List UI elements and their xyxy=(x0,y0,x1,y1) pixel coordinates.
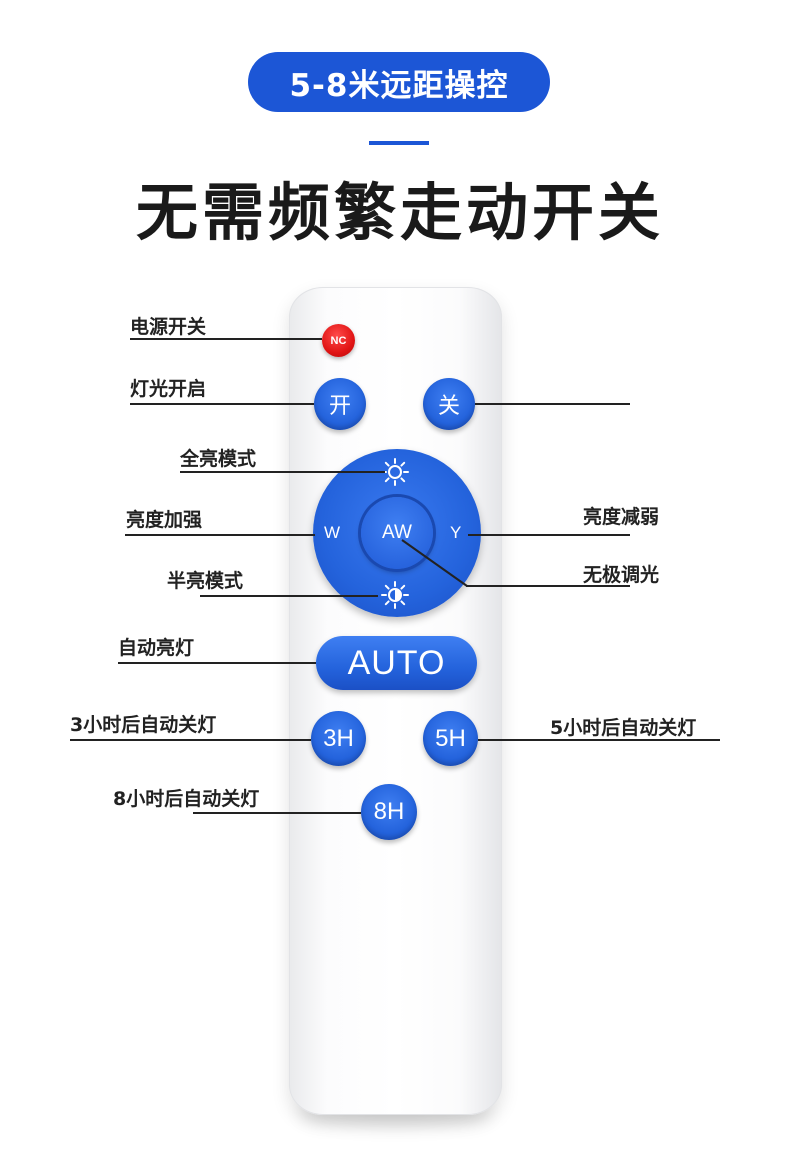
timer-8h-button[interactable]: 8H xyxy=(361,784,417,840)
dpad-y-label[interactable]: Y xyxy=(450,523,462,542)
leader-line-bright-up xyxy=(125,534,315,536)
label-stepless: 无极调光 xyxy=(583,564,660,586)
leader-line-auto xyxy=(118,662,316,664)
label-3h: 3小时后自动关灯 xyxy=(70,714,217,736)
leader-line-8h xyxy=(193,812,361,814)
timer-5h-button[interactable]: 5H xyxy=(423,711,478,766)
light-on-button[interactable]: 开 xyxy=(314,378,366,430)
leader-line-light-off xyxy=(475,403,630,405)
label-5h: 5小时后自动关灯 xyxy=(550,717,697,739)
half-sun-icon[interactable] xyxy=(380,580,410,610)
leader-line-power xyxy=(130,338,322,340)
leader-line-light-on xyxy=(130,403,314,405)
label-bright-down: 亮度减弱 xyxy=(583,506,660,528)
label-8h: 8小时后自动关灯 xyxy=(113,788,260,810)
label-half-bright: 半亮模式 xyxy=(167,570,244,592)
page-title: 无需频繁走动开关 xyxy=(135,176,664,249)
timer-3h-button[interactable]: 3H xyxy=(311,711,366,766)
title-divider xyxy=(369,141,429,145)
label-light-on: 灯光开启 xyxy=(130,378,207,400)
leader-line-5h xyxy=(478,739,720,741)
leader-line-bright-down xyxy=(468,534,630,536)
label-power: 电源开关 xyxy=(130,316,207,338)
leader-line-full-bright xyxy=(180,471,385,473)
label-auto: 自动亮灯 xyxy=(118,637,195,659)
dpad-w-label[interactable]: W xyxy=(324,523,341,542)
leader-line-3h xyxy=(70,739,311,741)
auto-button[interactable]: AUTO xyxy=(316,636,477,690)
stepless-dim-button[interactable]: AW xyxy=(361,497,433,569)
distance-badge: 5-8米远距操控 xyxy=(248,52,550,112)
leader-line-half-bright xyxy=(200,595,378,597)
light-off-button[interactable]: 关 xyxy=(423,378,475,430)
power-button[interactable]: NC xyxy=(322,324,355,357)
label-bright-up: 亮度加强 xyxy=(126,509,203,531)
label-full-bright: 全亮模式 xyxy=(180,448,257,470)
leader-line-stepless xyxy=(466,585,630,587)
